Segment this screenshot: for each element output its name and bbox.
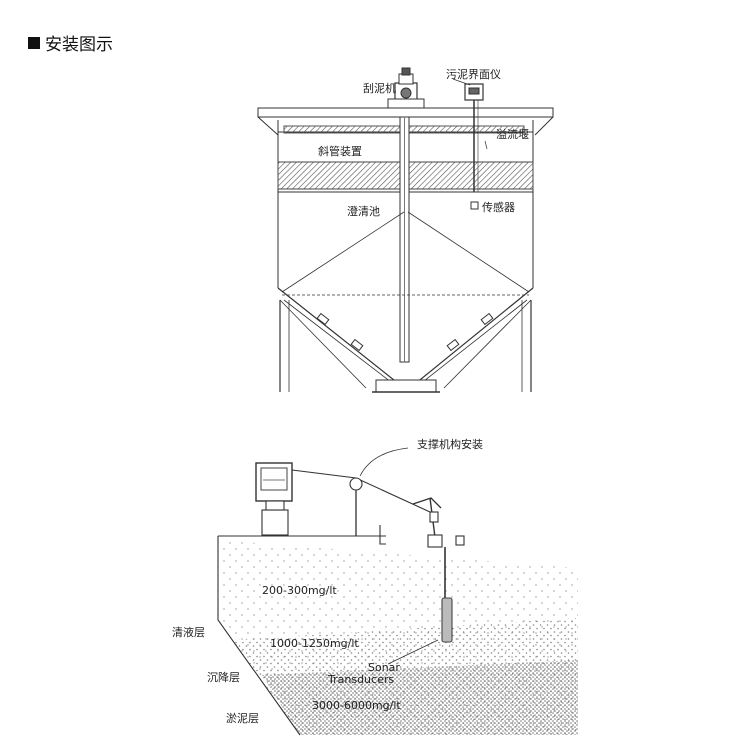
support-gauge: [349, 477, 363, 491]
label-inclined-tube: 斜管装置: [318, 144, 362, 158]
bridge-bracket-left: [257, 116, 279, 136]
label-sonar: Sonar: [368, 661, 400, 674]
sonar-transducer: [441, 597, 453, 643]
label-settling-concentration: 1000-1250mg/lt: [270, 637, 359, 650]
sensor-body: [470, 201, 479, 210]
label-sensor: 传感器: [482, 201, 515, 214]
label-transducers: Transducers: [327, 673, 394, 686]
label-interface-meter: 污泥界面仪: [446, 68, 501, 81]
top-bridge: [257, 107, 554, 118]
sensor-cable: [291, 469, 431, 513]
label-clarifier: 澄清池: [347, 204, 380, 218]
label-settling-layer: 沉降层: [207, 670, 240, 684]
label-scraper: 刮泥机: [363, 81, 396, 95]
cone-base: [375, 379, 437, 393]
sonar-mount-drawing: [217, 447, 578, 736]
label-sludge-layer: 淤泥层: [226, 712, 259, 725]
tank-edge: [217, 536, 301, 736]
sludge-layer-area: [262, 660, 578, 735]
label-clear-concentration: 200-300mg/lt: [262, 584, 337, 597]
label-overflow-weir: 溢流堰: [496, 127, 529, 141]
mount-arm: [412, 497, 442, 509]
section-heading: 安装图示: [28, 30, 113, 55]
label-clear-layer: 清液层: [172, 625, 205, 639]
cone-right: [409, 287, 534, 389]
controller-stand: [261, 509, 289, 536]
square-bullet-icon: [28, 36, 40, 49]
scraper-arm-left: [281, 211, 405, 293]
cone-left: [277, 287, 405, 389]
label-support-mount: 支撑机构安装: [417, 437, 483, 451]
support-hook: [379, 525, 386, 545]
scraper-arm-right: [407, 211, 530, 293]
label-sludge-concentration: 3000-6000mg/lt: [312, 699, 401, 712]
section-title: 安装图示: [45, 35, 113, 55]
clarifier-tank-drawing: [257, 67, 554, 393]
bridge-bracket-right: [534, 116, 554, 136]
